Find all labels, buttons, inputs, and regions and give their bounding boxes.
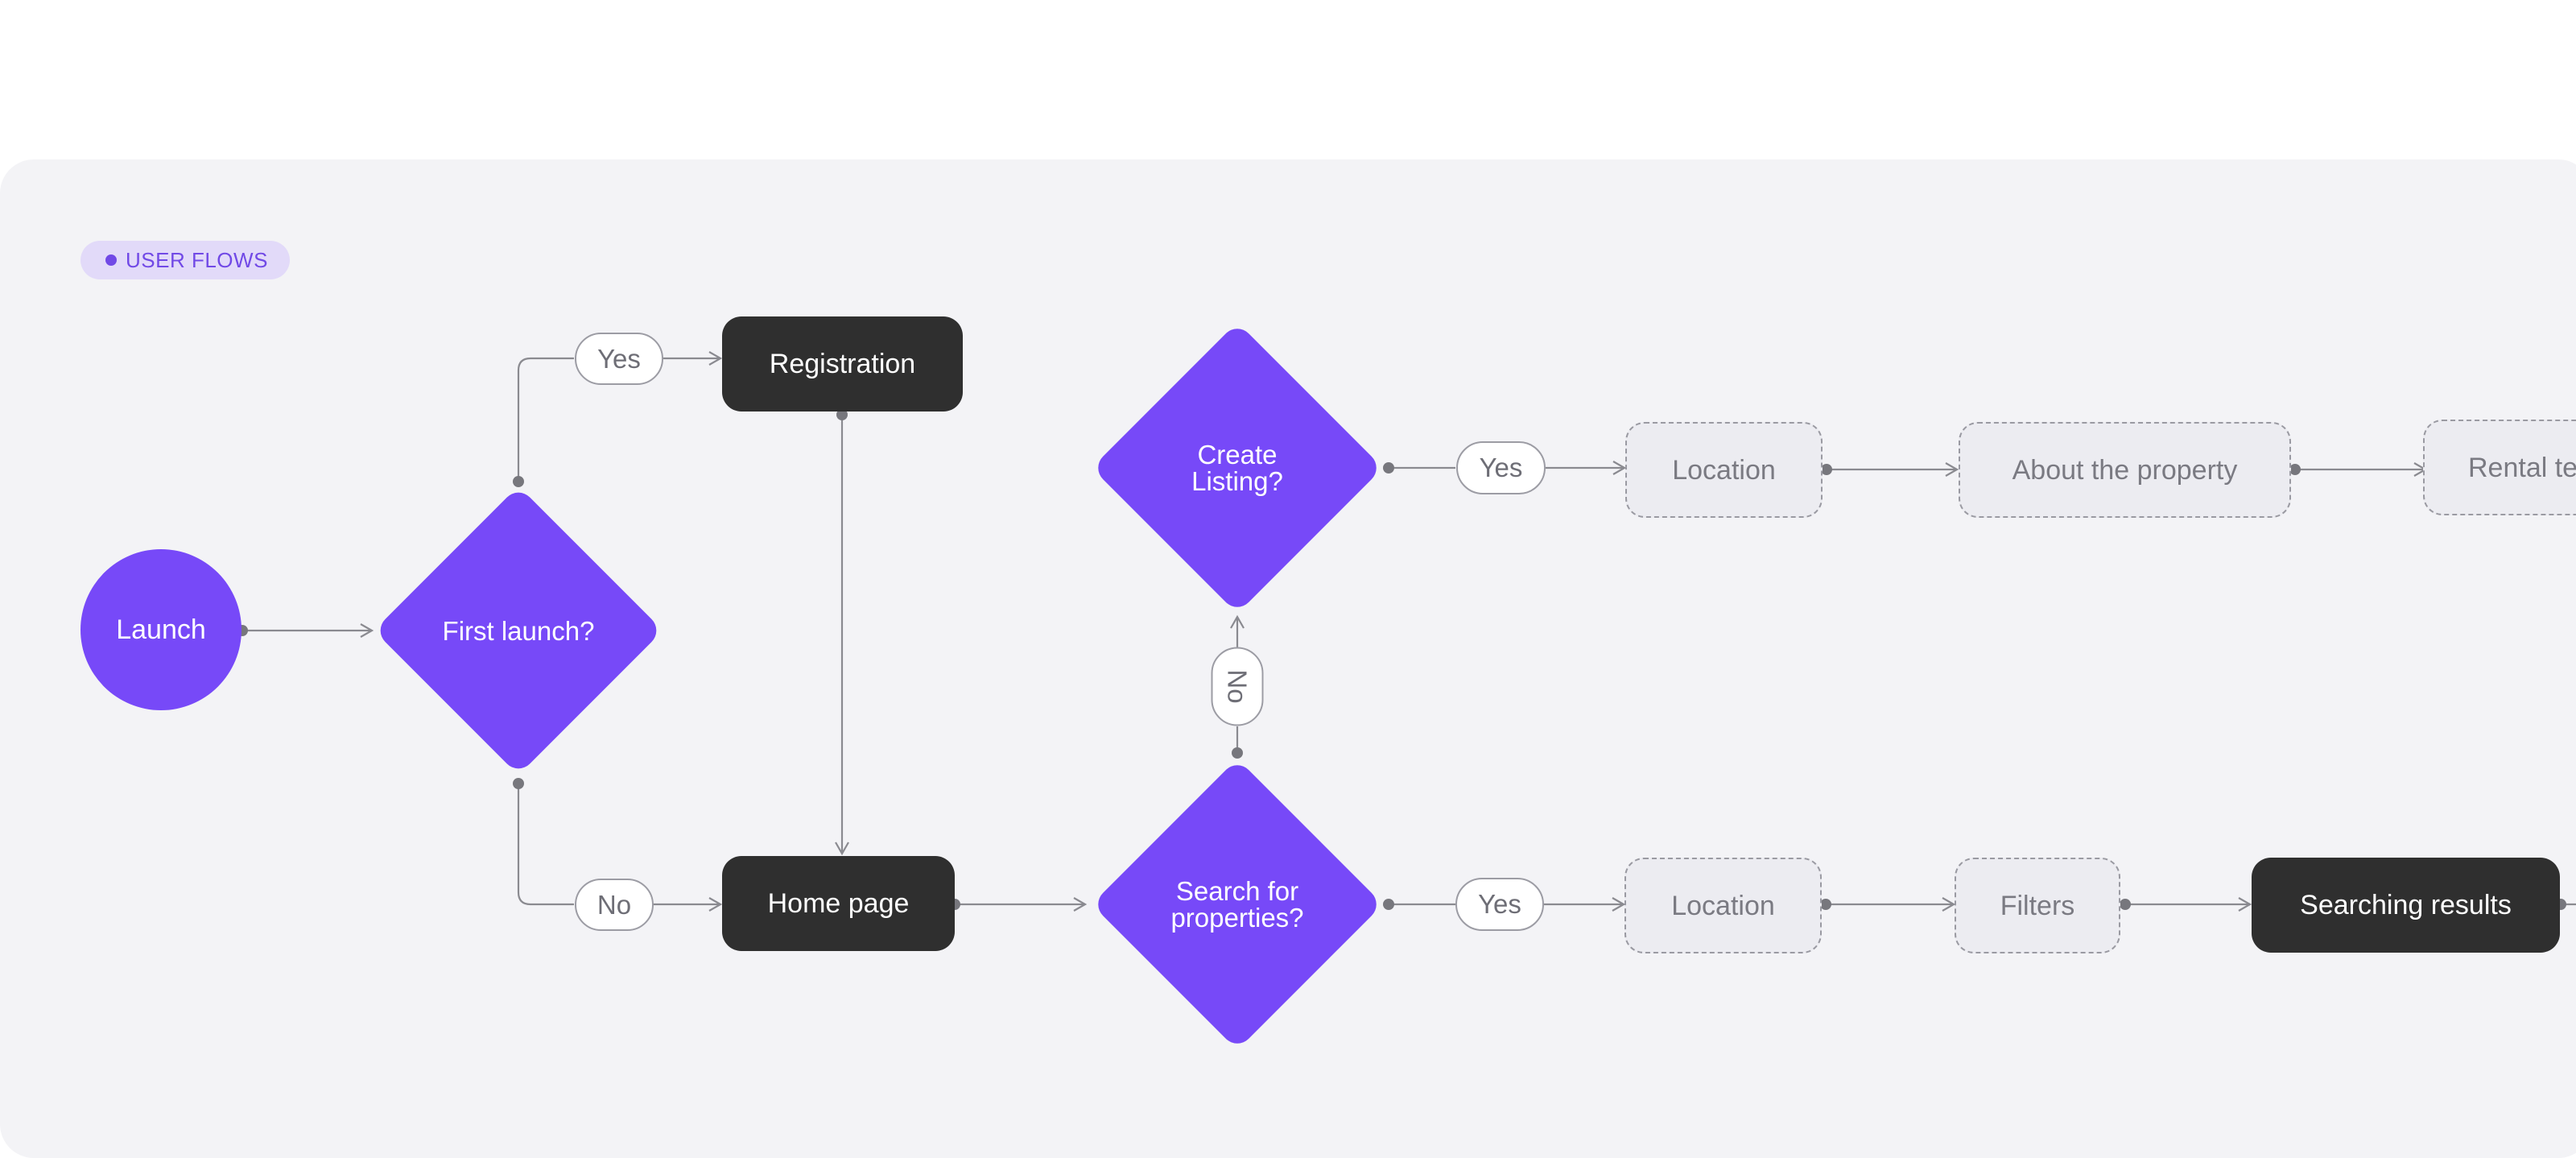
listing-location-label: Location bbox=[1672, 454, 1776, 486]
connector-dot bbox=[2120, 899, 2131, 910]
search-yes-label: Yes bbox=[1455, 878, 1544, 931]
launch-label: Launch bbox=[116, 614, 206, 645]
connector-dot bbox=[836, 409, 848, 420]
launch-node[interactable]: Launch bbox=[80, 549, 242, 710]
connector-dot bbox=[2289, 464, 2301, 475]
user-flows-tag: USER FLOWS bbox=[80, 241, 290, 279]
first-launch-label: First launch? bbox=[442, 615, 595, 646]
listing-location-node[interactable]: Location bbox=[1625, 422, 1823, 518]
connector-dot bbox=[1383, 899, 1394, 910]
filters-node[interactable]: Filters bbox=[1955, 858, 2120, 953]
registration-node[interactable]: Registration bbox=[722, 316, 963, 412]
about-property-label: About the property bbox=[2012, 454, 2238, 486]
first-launch-no-label: No bbox=[575, 879, 654, 931]
create-listing-label: Create Listing? bbox=[1191, 440, 1283, 496]
connector-dot bbox=[1232, 747, 1243, 759]
home-page-node[interactable]: Home page bbox=[722, 856, 955, 951]
tag-dot-icon bbox=[105, 254, 117, 266]
connector-dot bbox=[513, 778, 524, 789]
connector-dot bbox=[513, 476, 524, 487]
registration-label: Registration bbox=[769, 349, 916, 379]
edge-first-launch-yes bbox=[517, 357, 574, 482]
search-location-node[interactable]: Location bbox=[1624, 858, 1822, 953]
connector-dot bbox=[1821, 464, 1832, 475]
search-location-label: Location bbox=[1671, 890, 1775, 921]
section-tag-label: USER FLOWS bbox=[126, 247, 268, 272]
connector-dot bbox=[1383, 462, 1394, 474]
edge-first-launch-no bbox=[517, 784, 574, 906]
search-no-label: No bbox=[1211, 647, 1264, 726]
home-page-label: Home page bbox=[767, 888, 910, 919]
about-property-node[interactable]: About the property bbox=[1959, 422, 2291, 518]
connector-dot bbox=[1820, 899, 1831, 910]
first-launch-yes-label: Yes bbox=[575, 333, 663, 385]
search-properties-label: Search for properties? bbox=[1170, 876, 1304, 933]
create-listing-yes-label: Yes bbox=[1456, 441, 1546, 494]
searching-results-label: Searching results bbox=[2300, 890, 2512, 920]
rental-terms-label: Rental te bbox=[2468, 452, 2576, 483]
searching-results-node[interactable]: Searching results bbox=[2252, 858, 2560, 953]
filters-label: Filters bbox=[2000, 890, 2075, 921]
rental-terms-node[interactable]: Rental te bbox=[2423, 420, 2576, 515]
